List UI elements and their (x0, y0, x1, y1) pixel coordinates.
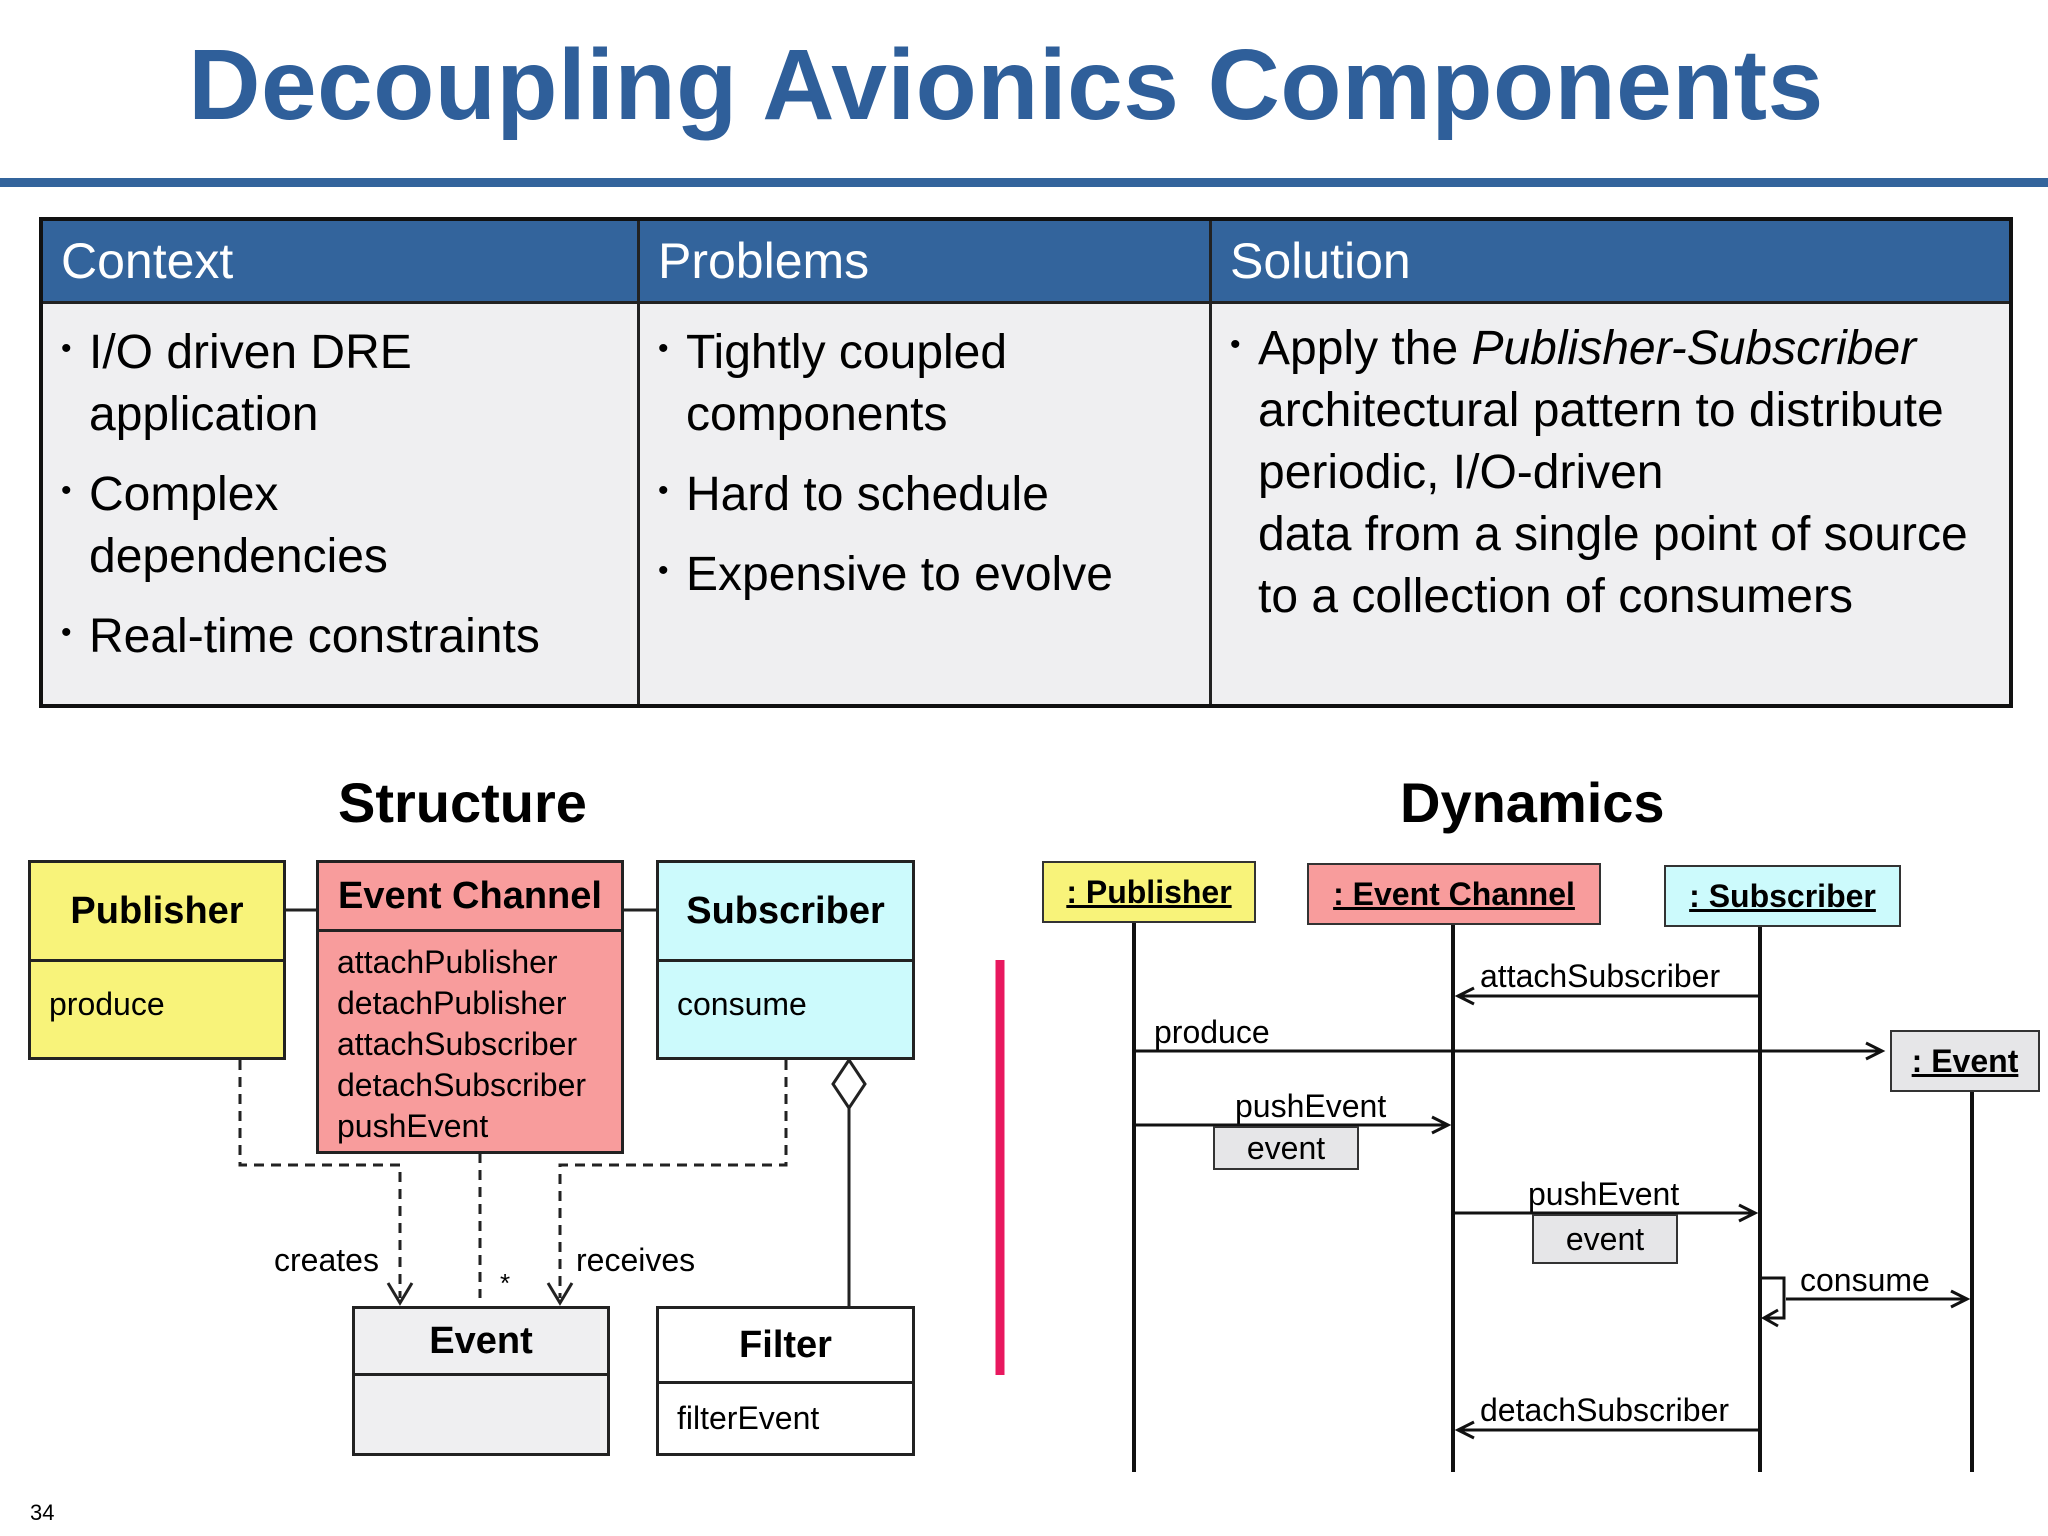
pattern-name: Publisher-Subscriber (1471, 322, 1917, 375)
push-arrowhead-1 (1431, 1115, 1452, 1135)
slide-title: Decoupling Avionics Components (188, 29, 1824, 141)
title-underline (0, 178, 2048, 187)
class-ops: produce (31, 959, 283, 1025)
attach-arrowhead (1454, 986, 1475, 1006)
context-column: Context I/O driven DRE application Compl… (43, 221, 637, 704)
class-ops: attachPublisher detachPublisher attachSu… (319, 929, 621, 1147)
self-call (1762, 1276, 1786, 1320)
solution-header: Solution (1212, 221, 2009, 304)
attach-subscriber-label: attachSubscriber (1480, 958, 1721, 994)
solution-text: data from a single point of source to a … (1258, 508, 1968, 623)
receives-arrowhead (546, 1282, 574, 1306)
event-object: : Event (1890, 1030, 2040, 1092)
creates-label: creates (274, 1242, 379, 1278)
subscriber-object: : Subscriber (1664, 865, 1901, 927)
channel-object: : Event Channel (1307, 863, 1601, 925)
problems-column: Problems Tightly coupled components Hard… (637, 221, 1212, 704)
class-ops: filterEvent (659, 1381, 912, 1439)
problems-bullet: Hard to schedule (640, 460, 1186, 526)
publisher-object: : Publisher (1042, 861, 1256, 923)
produce-arrowhead (1865, 1041, 1886, 1061)
solution-text: architectural pattern to distribute peri… (1258, 384, 1944, 499)
solution-column: Solution Apply the Publisher-Subscriber … (1209, 221, 2009, 704)
cps-table: Context I/O driven DRE application Compl… (39, 217, 2013, 708)
operation: pushEvent (337, 1108, 489, 1144)
problems-header: Problems (640, 221, 1212, 304)
context-bullet: I/O driven DRE application (43, 318, 559, 446)
event-param-box: event (1532, 1214, 1678, 1264)
solution-text: Apply the (1258, 322, 1472, 375)
self-call-arrowhead (1760, 1308, 1779, 1328)
class-name: Subscriber (686, 890, 885, 932)
push-event-label: pushEvent (1528, 1176, 1680, 1212)
operation: detachPublisher (337, 985, 567, 1021)
push-arrowhead-2 (1738, 1203, 1759, 1223)
context-bullet: Complex dependencies (43, 460, 559, 588)
produce-label: produce (1154, 1014, 1270, 1050)
publisher-class: Publisher produce (28, 860, 286, 1060)
class-name: Event (429, 1320, 533, 1362)
operation: attachPublisher (337, 944, 558, 980)
page-number: 34 (30, 1500, 55, 1525)
detach-subscriber-label: detachSubscriber (1480, 1392, 1730, 1428)
structure-title: Structure (338, 771, 587, 834)
class-name: Event Channel (338, 875, 602, 917)
subscriber-class: Subscriber consume (656, 860, 915, 1060)
context-bullet: Real-time constraints (43, 602, 649, 668)
solution-bullet: Apply the Publisher-Subscriber architect… (1212, 314, 2008, 628)
problems-bullet: Expensive to evolve (640, 540, 1186, 606)
push-event-label: pushEvent (1235, 1088, 1387, 1124)
event-channel-class: Event Channel attachPublisher detachPubl… (316, 860, 624, 1154)
dynamics-title: Dynamics (1400, 771, 1665, 834)
problems-bullet: Tightly coupled components (640, 318, 1106, 446)
receives-dependency (558, 1060, 788, 1298)
class-ops: consume (659, 959, 912, 1025)
context-header: Context (43, 221, 637, 304)
filter-class: Filter filterEvent (656, 1306, 915, 1456)
creates-dependency (238, 1060, 402, 1298)
operation: attachSubscriber (337, 1026, 578, 1062)
consume-label: consume (1800, 1262, 1930, 1298)
event-param-box: event (1213, 1126, 1359, 1170)
receives-label: receives (576, 1242, 696, 1278)
class-name: Filter (739, 1324, 832, 1366)
class-name: Publisher (70, 890, 244, 932)
aggregation-diamond (831, 1057, 867, 1111)
class-ops (355, 1373, 607, 1456)
event-class: Event (352, 1306, 610, 1456)
detach-arrowhead (1454, 1420, 1475, 1440)
creates-arrowhead (386, 1282, 414, 1306)
multiplicity-label: * (500, 1268, 511, 1298)
consume-arrowhead (1950, 1289, 1971, 1309)
operation: detachSubscriber (337, 1067, 587, 1103)
